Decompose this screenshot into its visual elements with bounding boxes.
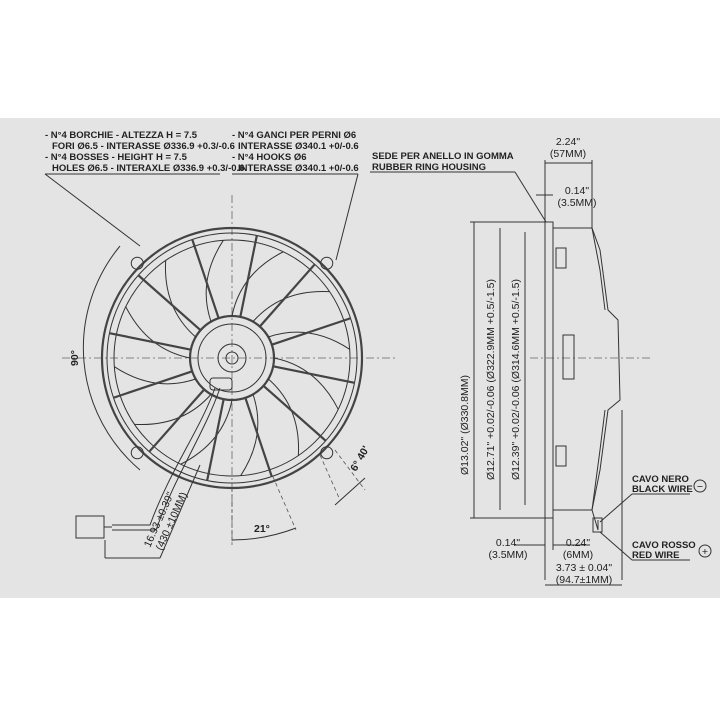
svg-text:(3.5MM): (3.5MM) [557, 197, 596, 209]
frame-strut [239, 235, 258, 318]
connector-icon [75, 515, 105, 539]
svg-text:(94.7±1MM): (94.7±1MM) [556, 574, 613, 586]
frame-strut [258, 263, 316, 328]
svg-text:(6MM): (6MM) [563, 549, 593, 561]
fan-front-view [62, 195, 395, 545]
fan-blade [273, 357, 339, 410]
fan-blade [268, 378, 300, 456]
frame-strut [148, 388, 206, 453]
fan-blade [231, 251, 284, 317]
black-wire-label: CAVO NERO [632, 474, 689, 485]
svg-text:Ø13.02" (Ø330.8MM): Ø13.02" (Ø330.8MM) [459, 375, 471, 475]
svg-text:INTERASSE Ø340.1 +0/-0.6: INTERASSE Ø340.1 +0/-0.6 [238, 141, 359, 152]
fan-blade [134, 394, 212, 426]
frame-strut [137, 274, 202, 332]
angle-90-label: 90° [69, 350, 81, 366]
frame-strut [262, 384, 327, 442]
label-plate [562, 334, 575, 380]
svg-text:(3.5MM): (3.5MM) [488, 549, 527, 561]
svg-text:0.24": 0.24" [566, 537, 590, 549]
angle-21-label: 21° [254, 523, 270, 535]
svg-text:RED WIRE: RED WIRE [632, 550, 680, 561]
frame-strut [206, 398, 225, 481]
svg-text:FORI Ø6.5 - INTERASSE Ø336.9 +: FORI Ø6.5 - INTERASSE Ø336.9 +0.3/-0.6 [52, 141, 235, 152]
svg-text:INTERASSE Ø340.1 +0/-0.6: INTERASSE Ø340.1 +0/-0.6 [238, 163, 359, 174]
mounting-boss [320, 256, 334, 270]
fan-blade [125, 306, 191, 359]
mounting-boss [130, 446, 144, 460]
svg-text:BLACK WIRE: BLACK WIRE [632, 484, 693, 495]
fan-side-view [530, 221, 650, 533]
svg-text:(57MM): (57MM) [550, 148, 586, 160]
frame-strut [272, 365, 355, 384]
fan-blade [252, 290, 330, 322]
svg-text:2.24": 2.24" [556, 136, 580, 148]
hooks-note: - N°4 GANCI PER PERNI Ø6 INTERASSE Ø340.… [232, 130, 359, 261]
frame-strut [109, 332, 192, 351]
frame-strut [191, 239, 220, 319]
mounting-boss [320, 446, 334, 460]
svg-text:0.14": 0.14" [496, 537, 520, 549]
fan-blade [164, 260, 196, 338]
frame-strut [244, 397, 273, 477]
svg-text:−: − [697, 481, 703, 493]
cable-length-label: 16.93 ±0.39" (430 ±10MM) [142, 490, 190, 552]
mounting-boss [130, 256, 144, 270]
svg-text:RUBBER RING HOUSING: RUBBER RING HOUSING [372, 162, 486, 173]
svg-text:Ø12.39" +0.02/-0.06 (Ø314.6MM: Ø12.39" +0.02/-0.06 (Ø314.6MM +0.5/-1.5) [510, 279, 522, 480]
svg-text:+: + [702, 546, 708, 558]
minus-icon [693, 479, 707, 493]
svg-text:0.14": 0.14" [565, 185, 589, 197]
svg-text:Ø12.71" +0.02/-0.06 (Ø322.9MM: Ø12.71" +0.02/-0.06 (Ø322.9MM +0.5/-1.5) [485, 279, 497, 480]
svg-text:- N°4 BOSSES - HEIGHT H = 7.5: - N°4 BOSSES - HEIGHT H = 7.5 [45, 152, 188, 163]
frame-strut [113, 370, 193, 399]
svg-text:3.73 ± 0.04": 3.73 ± 0.04" [556, 562, 612, 574]
angle-6-40-label: 6° 40' [348, 444, 372, 474]
svg-text:HOLES Ø6.5 - INTERAXLE Ø336.9: HOLES Ø6.5 - INTERAXLE Ø336.9 +0.3/-0.6 [52, 163, 244, 174]
bosses-note: - N°4 BORCHIE - ALTEZZA H = 7.5 FORI Ø6.… [44, 130, 244, 247]
red-wire-label: CAVO ROSSO [632, 540, 696, 551]
svg-text:- N°4 HOOKS Ø6: - N°4 HOOKS Ø6 [232, 152, 307, 163]
frame-strut [271, 317, 351, 346]
svg-text:- N°4 BORCHIE - ALTEZZA H = 7.: - N°4 BORCHIE - ALTEZZA H = 7.5 [45, 130, 198, 141]
svg-text:- N°4 GANCI PER PERNI Ø6: - N°4 GANCI PER PERNI Ø6 [232, 130, 356, 141]
svg-text:SEDE PER ANELLO IN GOMMA: SEDE PER ANELLO IN GOMMA [372, 151, 514, 162]
plus-icon [698, 544, 712, 558]
